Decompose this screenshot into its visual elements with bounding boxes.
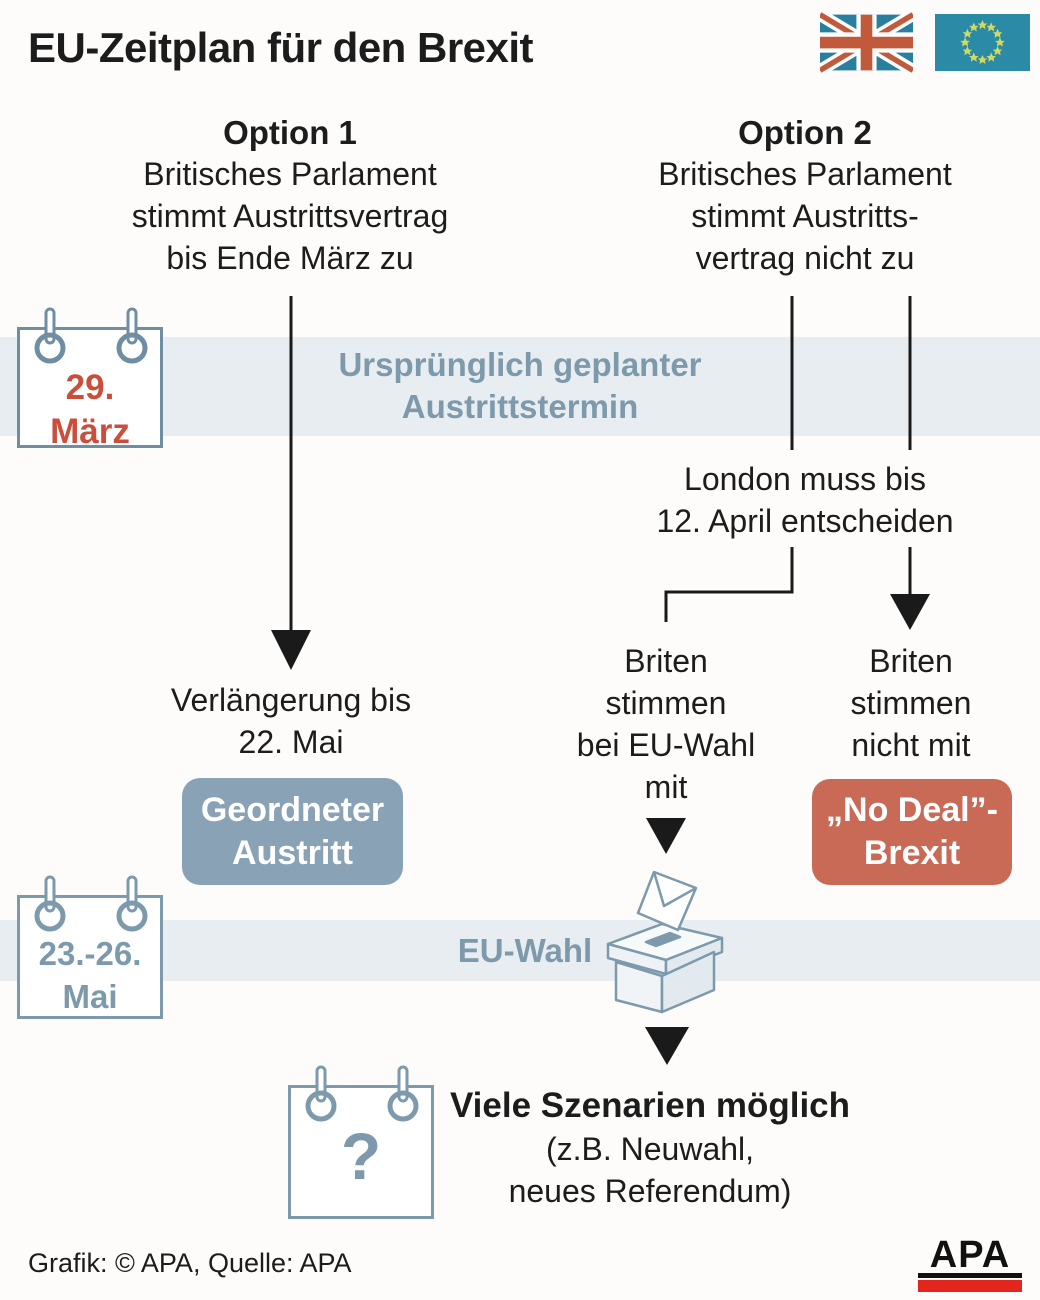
verlaengerung-block: Verlängerung bis 22. Mai <box>110 679 472 763</box>
briten-nicht-line: Briten <box>869 643 953 679</box>
apa-logo-text: APA <box>918 1236 1022 1278</box>
no-deal-brexit-box: „No Deal”- Brexit <box>812 779 1012 885</box>
calendar1-month: März <box>50 412 130 451</box>
briten-nicht-block: Briten stimmen nicht mit <box>811 640 1011 766</box>
calendar-pins-icon <box>305 1065 419 1122</box>
geordneter-line: Austritt <box>232 833 353 872</box>
calendar2-date: 23.-26. Mai <box>20 932 160 1018</box>
timeline-band-may <box>0 920 1040 981</box>
briten-mit-line: mit <box>644 769 688 805</box>
arrow-down-icon <box>646 818 686 854</box>
arrow-down-icon <box>271 630 311 670</box>
calendar2-month: Mai <box>62 978 118 1015</box>
briten-nicht-line: nicht mit <box>851 727 971 763</box>
option1-heading: Option 1 <box>223 114 357 151</box>
no-deal-line: „No Deal”- <box>826 791 998 829</box>
option1-line: bis Ende März zu <box>166 240 414 276</box>
verlaengerung-line: Verlängerung bis <box>170 682 412 718</box>
band2-label: EU-Wahl <box>457 932 593 969</box>
option2-line: Britisches Parlament <box>658 156 952 192</box>
london-line: 12. April entscheiden <box>656 503 954 539</box>
briten-mit-block: Briten stimmen bei EU-Wahl mit <box>566 640 766 808</box>
briten-nicht-line: stimmen <box>850 685 972 721</box>
szenarien-title: Viele Szenarien möglich <box>449 1086 851 1125</box>
option1-block: Option 1 Britisches Parlament stimmt Aus… <box>90 113 490 279</box>
verlaengerung-line: 22. Mai <box>238 724 344 760</box>
uk-flag-icon <box>820 12 913 73</box>
option2-line: vertrag nicht zu <box>695 240 915 276</box>
london-decision-block: London muss bis 12. April entscheiden <box>605 458 1005 542</box>
elbow-connector-line <box>664 547 794 622</box>
band1-label-line: Ursprünglich geplanter <box>338 346 702 383</box>
eu-flag-icon <box>935 14 1030 71</box>
ballot-box-icon <box>606 870 724 1014</box>
calendar-pins-icon <box>34 307 148 364</box>
calendar-icon-may: 23.-26. Mai <box>17 875 163 1019</box>
geordneter-line: Geordneter <box>200 790 385 829</box>
calendar-icon-march: 29. März <box>17 307 163 451</box>
briten-mit-line: Briten <box>624 643 708 679</box>
band1-label-line: Austrittstermin <box>401 388 639 425</box>
szenarien-line: (z.B. Neuwahl, <box>545 1131 755 1167</box>
page-title: EU-Zeitplan für den Brexit <box>28 24 534 71</box>
geordneter-austritt-box: Geordneter Austritt <box>182 778 403 885</box>
option1-line: Britisches Parlament <box>143 156 437 192</box>
london-line: London muss bis <box>684 461 926 497</box>
option2-line: stimmt Austritts- <box>691 198 919 234</box>
calendar-icon-question: ? <box>288 1065 434 1219</box>
band1-label: Ursprünglich geplanter Austrittstermin <box>320 344 720 428</box>
question-mark: ? <box>340 1119 382 1193</box>
calendar2-day: 23.-26. <box>38 935 142 972</box>
szenarien-block: Viele Szenarien möglich (z.B. Neuwahl, n… <box>440 1084 860 1212</box>
arrow-down-icon <box>645 1027 689 1065</box>
no-deal-line: Brexit <box>863 834 961 872</box>
szenarien-line: neues Referendum) <box>508 1173 792 1209</box>
arrow-down-icon <box>890 594 930 630</box>
calendar-pins-icon <box>34 875 148 932</box>
timeline-band-march <box>0 337 1040 436</box>
briten-mit-line: bei EU-Wahl <box>576 727 756 763</box>
apa-logo-bar <box>918 1280 1022 1292</box>
option2-block: Option 2 Britisches Parlament stimmt Aus… <box>605 113 1005 279</box>
briten-mit-line: stimmen <box>605 685 727 721</box>
option1-line: stimmt Austrittsvertrag <box>131 198 449 234</box>
apa-logo: APA <box>918 1236 1022 1292</box>
calendar1-date: 29. März <box>20 366 160 454</box>
option2-heading: Option 2 <box>738 114 872 151</box>
calendar1-day: 29. <box>65 368 115 407</box>
credit-text: Grafik: © APA, Quelle: APA <box>28 1248 352 1278</box>
